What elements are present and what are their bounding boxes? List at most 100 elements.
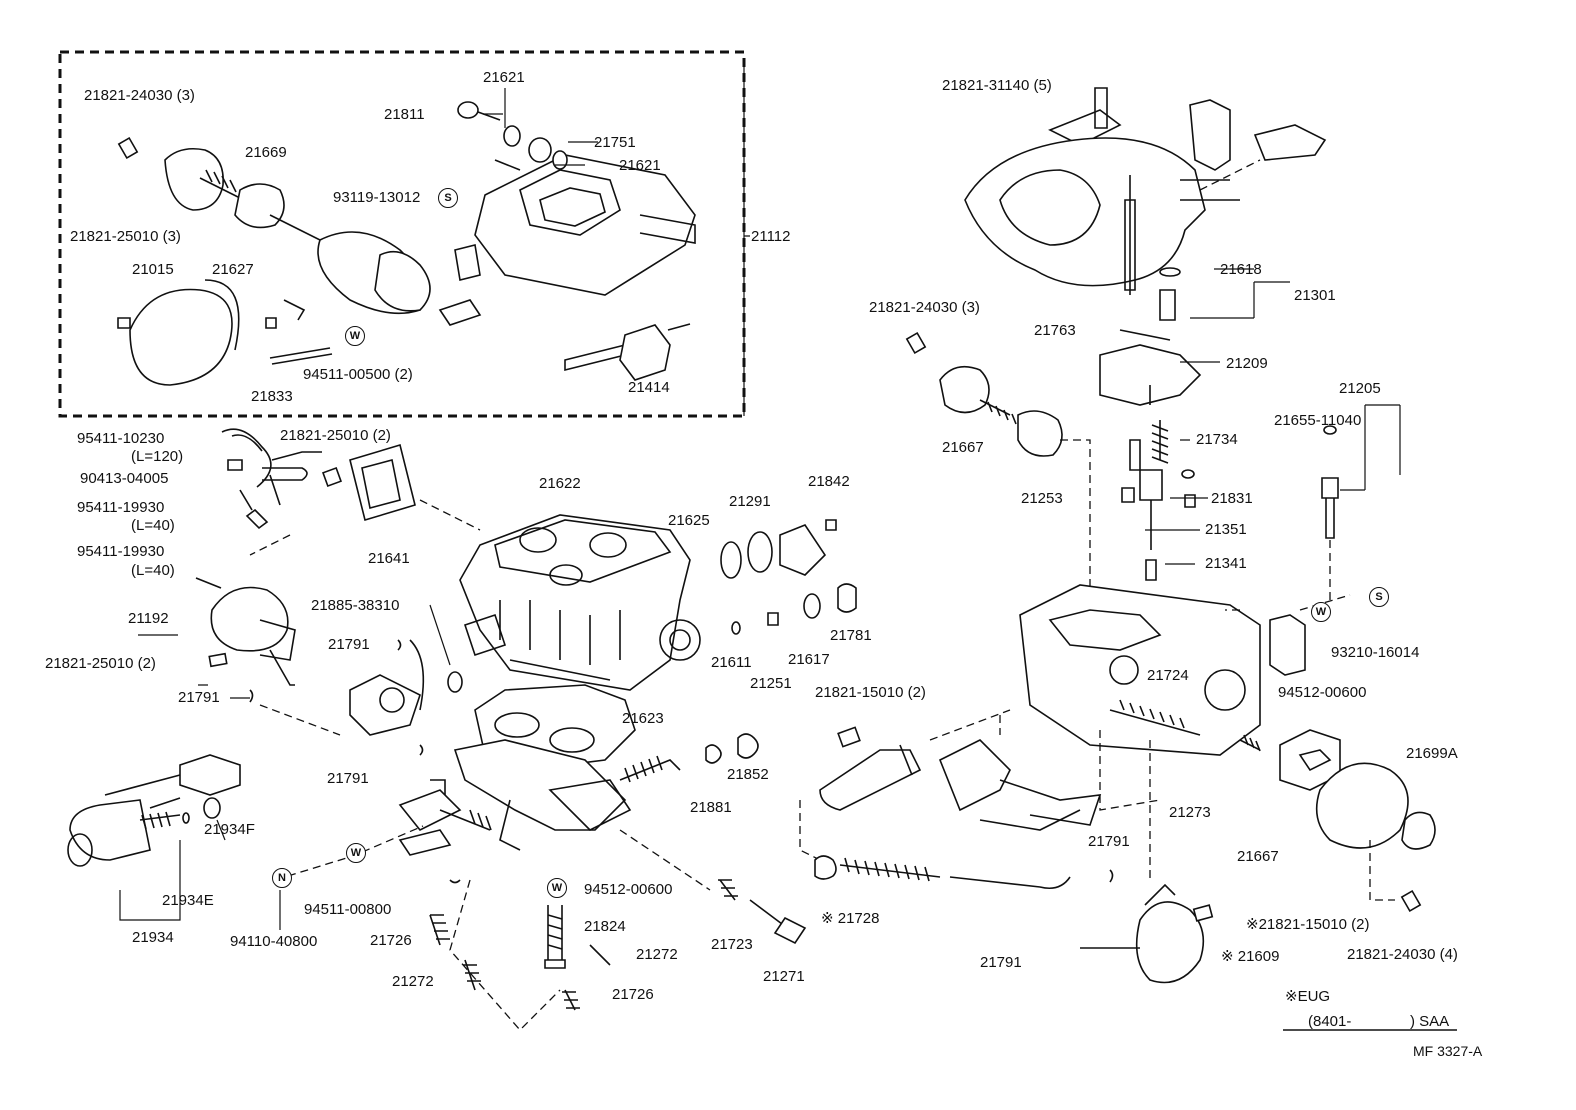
label-21885-38310: 21885-38310 <box>311 597 400 614</box>
label-21623: 21623 <box>622 710 664 727</box>
label-21824: 21824 <box>584 918 626 935</box>
label-21781: 21781 <box>830 627 872 644</box>
lever-21885 <box>349 639 463 756</box>
label-95411-19930-second: 95411-19930 <box>77 543 165 560</box>
label-21622: 21622 <box>539 475 581 492</box>
label-21791-d: 21791 <box>1088 833 1130 850</box>
label-94511-00800: 94511-00800 <box>304 901 392 918</box>
label-94512-00600-center: 94512-00600 <box>584 881 673 898</box>
label-93119-13012: 93119-13012 <box>333 189 421 206</box>
marker-w-94512-00600-center: W <box>547 878 567 898</box>
label-21272-left: 21272 <box>392 973 434 990</box>
label-21209: 21209 <box>1226 355 1268 372</box>
label-21821-25010-3: 21821-25010 (3) <box>70 228 181 245</box>
figure-code: MF 3327-A <box>1413 1043 1483 1059</box>
label-21291: 21291 <box>729 493 771 510</box>
label-21791-a: 21791 <box>328 636 370 653</box>
label-21821-25010-2-left: 21821-25010 (2) <box>45 655 156 672</box>
label-l40-first: (L=40) <box>131 517 175 534</box>
label-21192: 21192 <box>128 610 169 627</box>
label-21821-24030-4: 21821-24030 (4) <box>1347 946 1458 963</box>
label-21667-lower: 21667 <box>1237 848 1279 865</box>
diaphragm-21667-upper <box>905 331 1091 590</box>
label-21934e: 21934E <box>162 892 214 909</box>
throttle-body-21623 <box>453 684 681 851</box>
rod-spring-21728 <box>814 855 1114 890</box>
top-carburetor-cover <box>438 101 696 326</box>
note-range-end: ) SAA <box>1410 1013 1450 1030</box>
carburetor-body-center <box>459 514 701 691</box>
marker-w-94511-00500: W <box>345 326 365 346</box>
label-21811: 21811 <box>384 106 425 123</box>
label-21015: 21015 <box>132 261 174 278</box>
label-21655-11040: 21655-11040 <box>1274 412 1362 429</box>
label-21271: 21271 <box>763 968 805 985</box>
label-21273: 21273 <box>1169 804 1211 821</box>
label-21251: 21251 <box>750 675 792 692</box>
label-21821-31140-5: 21821-31140 (5) <box>942 77 1052 94</box>
label-21724: 21724 <box>1147 667 1189 684</box>
small-parts-center <box>429 733 807 1031</box>
label-21723: 21723 <box>711 936 753 953</box>
bracket-21821-15010 <box>799 726 922 861</box>
label-21611: 21611 <box>711 654 752 671</box>
sub-assembly-box <box>58 50 746 418</box>
hoses-left <box>221 428 322 556</box>
label-94512-00600-right: 94512-00600 <box>1278 684 1367 701</box>
vacuum-unit-21609 <box>1080 883 1214 984</box>
note-eug: ※EUG <box>1285 988 1331 1005</box>
label-94110-40800: 94110-40800 <box>230 933 318 950</box>
label-21791-b: 21791 <box>178 689 220 706</box>
label-21341: 21341 <box>1205 555 1247 572</box>
label-21625: 21625 <box>668 512 710 529</box>
marker-s-93119: S <box>438 188 458 208</box>
label-21669: 21669 <box>245 144 287 161</box>
label-21699a: 21699A <box>1406 745 1458 762</box>
shaft-21414 <box>564 323 691 381</box>
label-21831: 21831 <box>1211 490 1253 507</box>
label-21821-24030-3-top: 21821-24030 (3) <box>84 87 195 104</box>
marker-s-93210: S <box>1369 587 1389 607</box>
label-21618: 21618 <box>1220 261 1262 278</box>
label-l120: (L=120) <box>131 448 184 465</box>
label-21734: 21734 <box>1196 431 1238 448</box>
lever-linkage-lower-right <box>929 709 1161 880</box>
diaphragm-21192 <box>195 577 341 736</box>
carburetor-body-lower-right <box>1019 540 1351 756</box>
gaskets-21625-21291 <box>720 519 857 635</box>
label-21763: 21763 <box>1034 322 1076 339</box>
label-21627: 21627 <box>212 261 254 278</box>
label-21852: 21852 <box>727 766 769 783</box>
throttle-lever-left <box>398 779 492 884</box>
label-21351: 21351 <box>1205 521 1247 538</box>
label-21821-24030-3-right: 21821-24030 (3) <box>869 299 980 316</box>
label-21728: ※ 21728 <box>821 910 880 927</box>
marker-n-94110: N <box>272 868 292 888</box>
marker-w-94511-00800: W <box>346 843 366 863</box>
pump-plunger-parts <box>1121 420 1196 581</box>
label-21641: 21641 <box>368 550 410 567</box>
label-21205: 21205 <box>1339 380 1381 397</box>
top-left-diaphragm-parts <box>117 136 431 386</box>
label-21934: 21934 <box>132 929 174 946</box>
label-94511-00500-2: 94511-00500 (2) <box>303 366 413 383</box>
label-93210-16014: 93210-16014 <box>1331 644 1420 661</box>
label-21821-25010-2-top: 21821-25010 (2) <box>280 427 391 444</box>
note-range-start: (8401- <box>1308 1013 1352 1030</box>
label-21821-15010-2-eug: ※21821-15010 (2) <box>1246 916 1370 933</box>
label-21726-left: 21726 <box>370 932 412 949</box>
label-21751: 21751 <box>594 134 636 151</box>
label-21881: 21881 <box>690 799 732 816</box>
label-21609: ※ 21609 <box>1221 948 1280 965</box>
upper-body-top-right <box>964 87 1327 406</box>
gasket-21641 <box>322 443 481 531</box>
label-21112: 21112 <box>751 228 791 245</box>
label-90413-04005: 90413-04005 <box>80 470 169 487</box>
label-21726-right: 21726 <box>612 986 654 1003</box>
label-21621-top: 21621 <box>483 69 525 86</box>
marker-w-94512-00600-right: W <box>1311 602 1331 622</box>
jet-21205 <box>1321 425 1339 539</box>
label-21414: 21414 <box>628 379 670 396</box>
